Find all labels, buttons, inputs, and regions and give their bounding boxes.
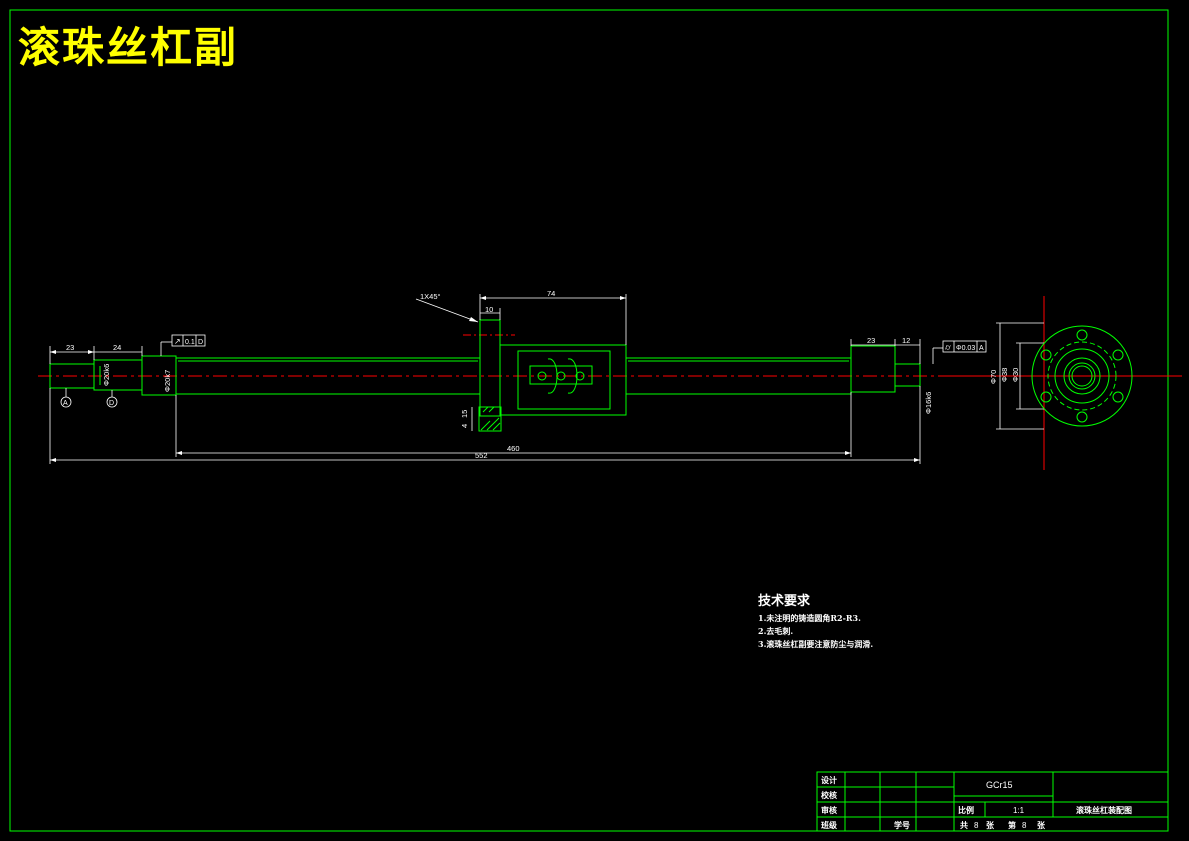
- tb-page-unit: 张: [1037, 821, 1046, 830]
- tb-review: 审核: [821, 805, 837, 815]
- dim-24: 24: [113, 343, 121, 352]
- cyl-symbol: ⌭: [945, 343, 951, 352]
- dim-dia-a: Φ20k6: [102, 364, 111, 386]
- technical-requirements: 技术要求 1.未注明的铸造圆角R2-R3. 2.去毛刺. 3.滚珠丝杠副要注意防…: [758, 590, 873, 651]
- dim-23-left: 23: [66, 343, 74, 352]
- dim-12: 12: [902, 336, 910, 345]
- dim-10: 10: [485, 305, 493, 314]
- cyl-value: Φ0.03: [956, 345, 975, 352]
- dim-460: 460: [507, 444, 520, 453]
- datum-a-label: A: [63, 400, 68, 407]
- title-block-text: 设计 校核 审核 班级 学号 GCr15 比例 1:1 滚珠丝杠装配图 共 8 …: [821, 775, 1132, 830]
- tb-total: 8: [974, 821, 979, 830]
- tech-item: 3.滚珠丝杠副要注意防尘与润滑.: [758, 639, 874, 649]
- dim-chamfer: 1X45°: [420, 292, 441, 301]
- runout-value: 0.1: [185, 339, 195, 346]
- tech-item: 1.未注明的铸造圆角R2-R3.: [758, 613, 861, 623]
- hatch-section: [480, 406, 501, 431]
- tb-design: 设计: [821, 775, 837, 785]
- drawing-title: 滚珠丝杠副: [18, 23, 239, 72]
- runout-tolerance: ↗ 0.1 D: [171, 334, 206, 347]
- flange-side-view: [1031, 325, 1133, 427]
- tb-drawing-name: 滚珠丝杠装配图: [1076, 805, 1132, 815]
- tech-heading: 技术要求: [758, 594, 811, 609]
- dim-dia-30: Φ30: [1011, 368, 1020, 382]
- tb-total-label: 共: [960, 820, 968, 830]
- tb-material: GCr15: [986, 780, 1013, 790]
- dim-dia-38: Φ38: [1000, 368, 1009, 382]
- tb-page-label: 第: [1008, 820, 1016, 830]
- datum-a: A: [60, 396, 72, 408]
- title-block: [816, 771, 1169, 832]
- runout-symbol: ↗: [174, 337, 181, 346]
- ball-nut: [478, 319, 627, 432]
- cylindricity-tolerance: ⌭ Φ0.03 A: [942, 340, 987, 353]
- tb-scale-label: 比例: [958, 805, 974, 815]
- drawing-frame: [9, 9, 1169, 832]
- dim-552: 552: [475, 451, 488, 460]
- dim-dia-b: Φ20k7: [163, 370, 172, 392]
- dimension-lines: [49, 294, 1044, 464]
- arrowheads: [50, 296, 920, 462]
- screw-shaft: [49, 345, 921, 396]
- tb-sheet-unit: 张: [986, 821, 995, 830]
- center-line: [38, 296, 1182, 470]
- tech-item: 2.去毛刺.: [758, 626, 794, 636]
- dim-dia-70: Φ70: [989, 370, 998, 384]
- datum-d: D: [106, 396, 118, 408]
- dim-23-right: 23: [867, 336, 875, 345]
- runout-datum: D: [198, 339, 203, 346]
- dim-dia-d: Φ16k6: [924, 392, 933, 414]
- tb-scale: 1:1: [1013, 806, 1025, 815]
- dim-15: 15: [460, 410, 469, 418]
- tb-student-no: 学号: [894, 820, 910, 830]
- cyl-datum: A: [979, 345, 984, 352]
- datum-d-label: D: [109, 400, 114, 407]
- dim-4: 4: [460, 424, 469, 428]
- tb-page: 8: [1022, 821, 1027, 830]
- tb-check: 校核: [821, 790, 837, 800]
- dim-74: 74: [547, 289, 555, 298]
- tb-class: 班级: [821, 820, 838, 830]
